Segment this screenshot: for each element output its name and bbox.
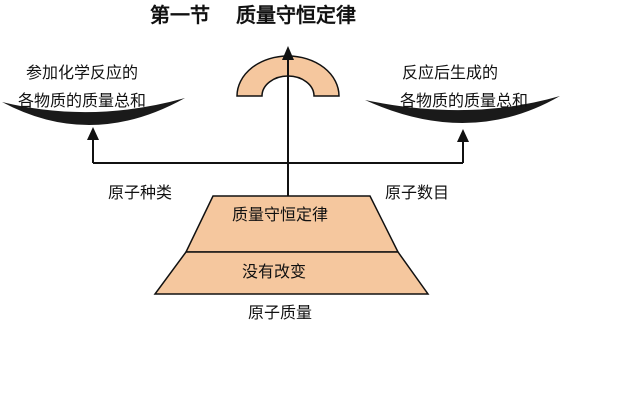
right-pan (365, 96, 560, 124)
pyramid-bottom-label: 没有改变 (242, 262, 306, 281)
beam-right-label: 原子数目 (385, 183, 449, 202)
pyramid-top-label: 质量守恒定律 (232, 205, 328, 224)
left-pan-line2: 各物质的质量总和 (18, 91, 146, 110)
left-pan-line1: 参加化学反应的 (26, 63, 138, 82)
center-arrowhead (282, 46, 294, 60)
right-pan-line1: 反应后生成的 (402, 63, 498, 82)
left-pan (2, 98, 185, 126)
right-arrowhead (457, 129, 469, 142)
balance-arch (236, 55, 340, 97)
title-section: 第一节 (150, 3, 210, 27)
left-arrowhead (87, 127, 99, 140)
beam-left-label: 原子种类 (108, 183, 172, 202)
pyramid-bottom (153, 251, 430, 295)
base-label: 原子质量 (248, 303, 312, 322)
title-name: 质量守恒定律 (236, 3, 356, 27)
right-pan-line2: 各物质的质量总和 (400, 91, 528, 110)
